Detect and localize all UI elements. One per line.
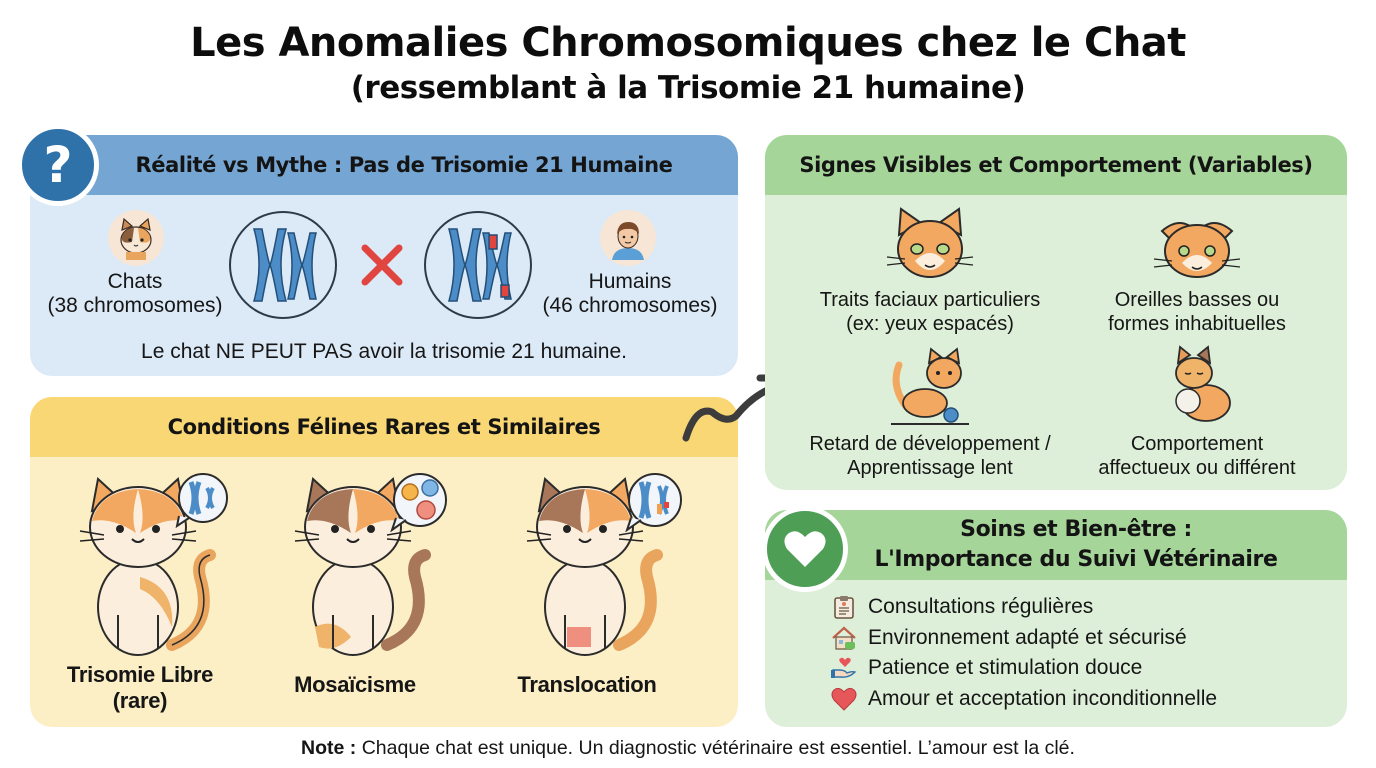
care-item: Consultations régulières bbox=[830, 592, 1217, 623]
sitting-cat-icon bbox=[294, 477, 431, 656]
chromosome-bubble-icon bbox=[175, 473, 228, 528]
cat-chromosomes-icon bbox=[229, 211, 337, 319]
condition-mosaicisme: Mosaïcisme bbox=[255, 473, 455, 698]
condition-label: Mosaïcisme bbox=[294, 672, 416, 697]
cats-chromosome-count: (38 chromosomes) bbox=[47, 294, 223, 317]
cat-avatar-icon bbox=[108, 210, 164, 266]
care-item-label: Consultations régulières bbox=[868, 595, 1094, 619]
care-item: Patience et stimulation douce bbox=[830, 653, 1217, 684]
myth-panel-heading: Réalité vs Mythe : Pas de Trisomie 21 Hu… bbox=[30, 135, 738, 195]
sign-line2: Apprentissage lent bbox=[847, 457, 1013, 479]
human-avatar-icon bbox=[600, 210, 656, 266]
condition-translocation: Translocation bbox=[487, 473, 687, 698]
hand-heart-icon bbox=[830, 655, 858, 681]
sign-development: Retard de développement / Apprentissage … bbox=[785, 345, 1075, 480]
folded-ear-cat-icon bbox=[1153, 222, 1241, 278]
cat-face-icon bbox=[886, 207, 974, 278]
signs-panel: Signes Visibles et Comportement (Variabl… bbox=[765, 135, 1347, 490]
condition-note: (rare) bbox=[112, 688, 168, 713]
care-heading-line1: Soins et Bien-être : bbox=[960, 517, 1192, 542]
sign-line2: affectueux ou différent bbox=[1098, 457, 1296, 479]
humans-label-text: Humains bbox=[588, 270, 672, 293]
footer-note: Note : Chaque chat est unique. Un diagno… bbox=[0, 737, 1376, 760]
page-title: Les Anomalies Chromosomiques chez le Cha… bbox=[190, 20, 1186, 66]
cats-label-text: Chats bbox=[107, 270, 163, 293]
human-chromosomes-icon bbox=[424, 211, 532, 319]
myth-statement: Le chat NE PEUT PAS avoir la trisomie 21… bbox=[141, 340, 627, 363]
note-label: Note : bbox=[301, 737, 357, 759]
page-subtitle: (ressemblant à la Trisomie 21 humaine) bbox=[350, 70, 1026, 106]
condition-label: Translocation bbox=[517, 672, 657, 697]
sign-line1: Traits faciaux particuliers bbox=[819, 289, 1041, 311]
cuddling-cat-icon bbox=[1175, 345, 1231, 422]
sign-line2: formes inhabituelles bbox=[1108, 313, 1286, 335]
humans-chromosome-count: (46 chromosomes) bbox=[542, 294, 718, 317]
sitting-cat-icon bbox=[79, 477, 216, 656]
title-block: Les Anomalies Chromosomiques chez le Cha… bbox=[0, 18, 1376, 108]
feline-panel-heading: Conditions Félines Rares et Similaires bbox=[30, 397, 738, 457]
care-panel: Soins et Bien-être : L'Importance du Sui… bbox=[765, 510, 1347, 727]
signs-panel-heading: Signes Visibles et Comportement (Variabl… bbox=[765, 135, 1347, 195]
care-list: Consultations régulières Environnement a… bbox=[830, 592, 1217, 714]
heart-icon bbox=[830, 686, 858, 712]
care-heading-line2: L'Importance du Suivi Vétérinaire bbox=[874, 547, 1278, 572]
red-x-icon bbox=[361, 244, 403, 286]
cells-bubble-icon bbox=[390, 473, 447, 532]
question-mark-icon: ? bbox=[17, 124, 99, 206]
sign-behaviour: Comportement affectueux ou différent bbox=[1052, 345, 1342, 480]
clipboard-icon bbox=[830, 594, 858, 620]
cats-label: Chats (38 chromosomes) bbox=[40, 270, 230, 318]
sign-facial-traits: Traits faciaux particuliers (ex: yeux es… bbox=[785, 205, 1075, 336]
playing-kitten-icon bbox=[891, 347, 969, 425]
condition-trisomie-libre: Trisomie Libre (rare) bbox=[40, 473, 240, 714]
note-text: Chaque chat est unique. Un diagnostic vé… bbox=[356, 737, 1075, 759]
care-item: Environnement adapté et sécurisé bbox=[830, 623, 1217, 654]
humans-label: Humains (46 chromosomes) bbox=[532, 270, 728, 318]
sign-line1: Comportement bbox=[1130, 433, 1264, 455]
care-panel-heading: Soins et Bien-être : L'Importance du Sui… bbox=[765, 510, 1347, 580]
care-item-label: Environnement adapté et sécurisé bbox=[868, 625, 1187, 649]
care-item-label: Patience et stimulation douce bbox=[868, 656, 1143, 680]
care-item: Amour et acceptation inconditionnelle bbox=[830, 684, 1217, 715]
heart-badge-icon bbox=[762, 506, 848, 592]
translocated-chromosome-bubble-icon bbox=[625, 473, 682, 532]
sign-ears: Oreilles basses ou formes inhabituelles bbox=[1052, 205, 1342, 336]
care-item-label: Amour et acceptation inconditionnelle bbox=[868, 686, 1218, 710]
sign-line2: (ex: yeux espacés) bbox=[846, 313, 1014, 335]
sitting-cat-icon bbox=[526, 477, 663, 656]
condition-label: Trisomie Libre bbox=[66, 662, 214, 687]
house-icon bbox=[830, 625, 858, 651]
sign-line1: Retard de développement / bbox=[809, 433, 1051, 455]
sign-line1: Oreilles basses ou bbox=[1114, 289, 1280, 311]
